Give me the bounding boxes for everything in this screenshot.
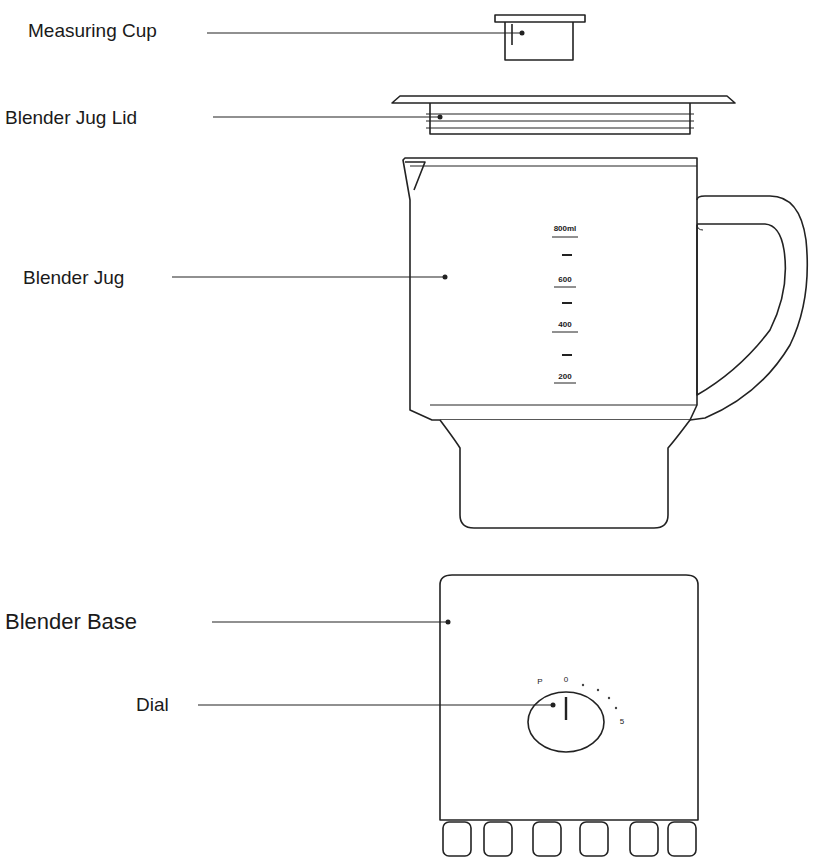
scale-mark: 200: [558, 373, 571, 381]
part-name: Blender Base: [5, 611, 137, 633]
part-name: Measuring Cup: [28, 21, 157, 40]
scale-tick: [562, 255, 572, 355]
base-feet: [443, 822, 696, 856]
scale-mark: 800ml: [554, 225, 577, 233]
part-name: Dial: [136, 695, 169, 714]
measuring-cup-body: [505, 22, 573, 60]
part-name: Blender Jug Lid: [5, 108, 137, 127]
scale-mark: 400: [558, 321, 571, 329]
jug-handle: [690, 196, 807, 420]
lid-plate: [392, 96, 735, 103]
jug-band: [430, 405, 697, 406]
dial-pointer: [565, 697, 567, 720]
scale-underline: [552, 237, 578, 383]
jug-body: [403, 158, 697, 420]
dial-knob: [528, 692, 604, 752]
measuring-cup-tab: [511, 24, 513, 45]
handle-joint: [697, 224, 703, 230]
measuring-cup-top: [495, 15, 585, 22]
base-housing: [440, 575, 698, 820]
lid-thread: [426, 114, 694, 128]
leader-dot: [438, 31, 556, 708]
dial-mark: 0: [564, 676, 568, 684]
dial-mark: P: [537, 678, 542, 686]
part-name: Blender Jug: [23, 268, 124, 287]
leader-line: [172, 33, 553, 705]
lid-rim: [430, 103, 690, 134]
dial-dots: [582, 684, 617, 709]
jug-base-collar: [440, 420, 690, 528]
jug-rim: [410, 166, 697, 167]
scale-mark: 600: [558, 276, 571, 284]
dial-mark: 5: [620, 718, 624, 726]
